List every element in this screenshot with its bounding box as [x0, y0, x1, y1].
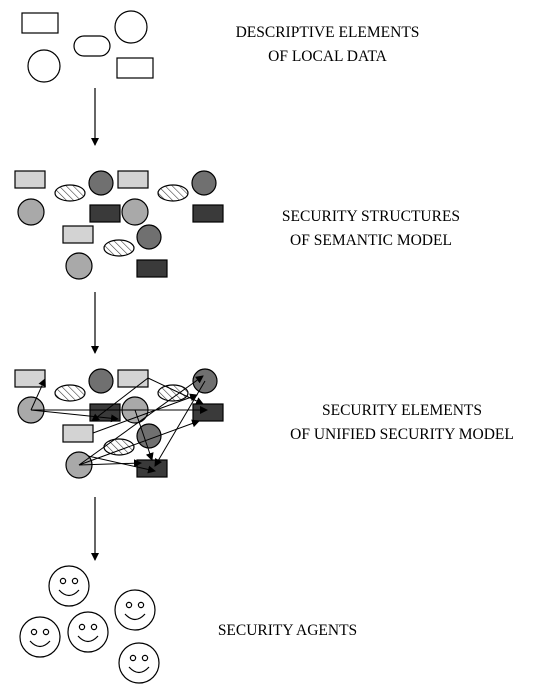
unified-rect-darkest	[192, 403, 224, 422]
semantic-rect-darkest	[192, 204, 224, 223]
hatched-ellipse-shape	[54, 184, 86, 202]
semantic-rect-darkest	[136, 259, 168, 278]
semantic-rect-light	[62, 225, 94, 244]
smiley-face-icon	[114, 589, 156, 631]
link-arrow	[78, 459, 142, 468]
unified-model-links	[30, 375, 208, 474]
stage-label-line: OF LOCAL DATA	[268, 48, 387, 65]
semantic-circle-dark	[191, 170, 217, 196]
link-arrow	[92, 393, 198, 434]
stage-label-line: SECURITY STRUCTURES	[281, 208, 461, 225]
smiley-face-icon	[48, 565, 90, 607]
hatched-ellipse-shape	[103, 239, 135, 257]
semantic-circle-mid	[65, 252, 93, 280]
link-arrow	[30, 378, 46, 411]
smiley-face-icon	[19, 616, 61, 658]
stage-label-unified-model: SECURITY ELEMENTS OF UNIFIED SECURITY MO…	[245, 399, 559, 447]
smiley-face-icon	[67, 611, 109, 653]
semantic-circle-mid	[121, 198, 149, 226]
stage-label-semantic-model: SECURITY STRUCTURES OF SEMANTIC MODEL	[240, 205, 502, 253]
link-arrow	[134, 409, 154, 461]
unified-rect-light	[117, 369, 149, 388]
link-arrow	[78, 419, 200, 466]
link-arrow	[30, 409, 119, 423]
unified-rect-light	[14, 369, 46, 388]
stage-label-line: OF UNIFIED SECURITY MODEL	[290, 426, 514, 443]
unified-rect-light	[62, 424, 94, 443]
hatched-ellipse-shape	[157, 384, 189, 402]
semantic-circle-dark	[88, 170, 114, 196]
semantic-model-shapes	[14, 170, 224, 280]
stage-label-line: SECURITY AGENTS	[217, 622, 358, 639]
unified-circle-dark	[88, 368, 114, 394]
hatched-ellipse-shape	[54, 384, 86, 402]
semantic-circle-mid	[17, 198, 45, 226]
local-data-circle	[114, 10, 148, 44]
stage-label-line: DESCRIPTIVE ELEMENTS	[235, 24, 420, 41]
link-arrow	[154, 380, 206, 467]
local-data-rectangle	[21, 12, 59, 34]
security-agents	[19, 565, 160, 684]
link-arrow	[87, 455, 156, 474]
semantic-rect-light	[117, 170, 149, 189]
stage-label-security-agents: SECURITY AGENTS	[175, 619, 400, 643]
local-data-rectangle	[116, 57, 154, 79]
local-data-shapes	[21, 10, 154, 83]
local-data-circle	[27, 49, 61, 83]
stage-label-line: SECURITY ELEMENTS	[321, 402, 483, 419]
semantic-circle-dark	[136, 224, 162, 250]
link-arrow	[91, 377, 149, 422]
hatched-ellipse-shape	[157, 184, 189, 202]
local-data-rounded-rect	[73, 35, 111, 57]
stage-label-local-data: DESCRIPTIVE ELEMENTS OF LOCAL DATA	[190, 21, 465, 69]
link-arrow	[78, 375, 204, 466]
semantic-rect-darkest	[89, 204, 121, 223]
unified-rect-darkest	[136, 459, 168, 478]
stage-label-line: OF SEMANTIC MODEL	[290, 232, 452, 249]
semantic-rect-light	[14, 170, 46, 189]
smiley-face-icon	[118, 642, 160, 684]
